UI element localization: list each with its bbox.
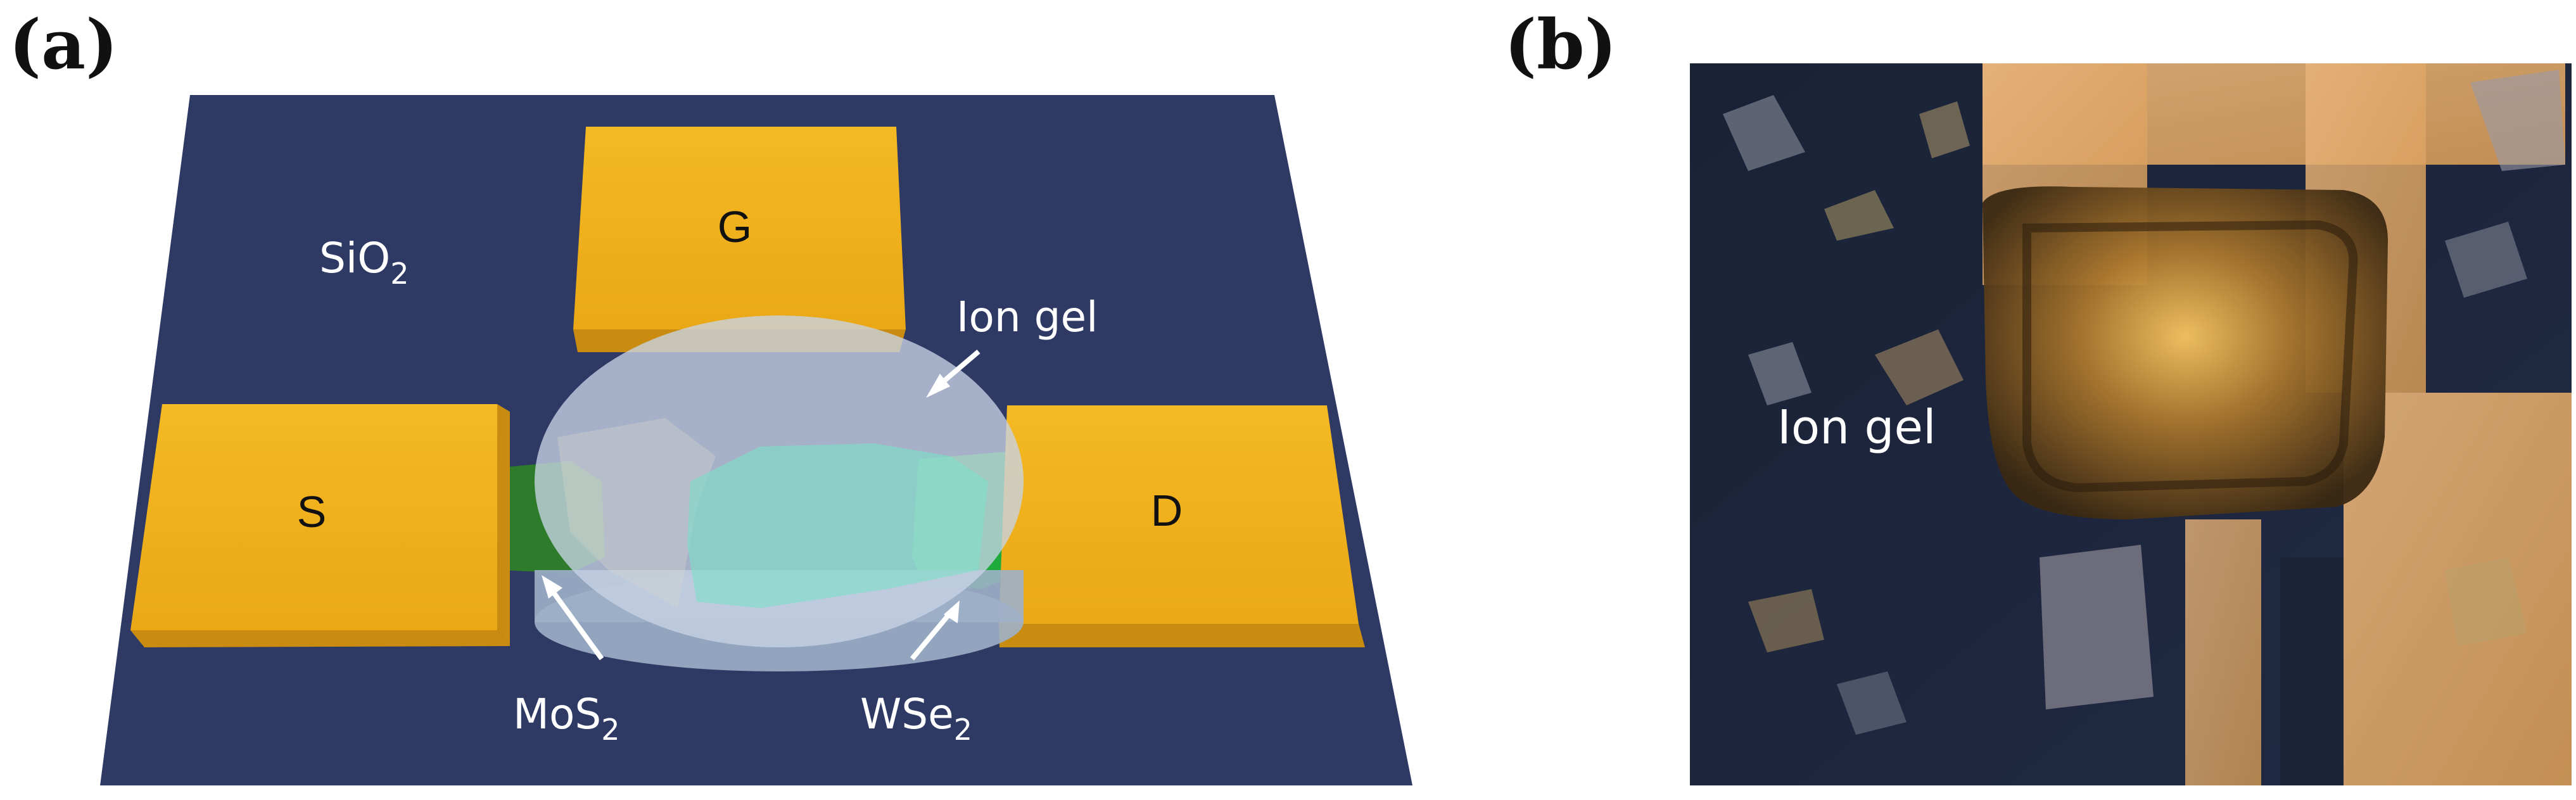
- ion-gel-arrow: [926, 349, 980, 398]
- panel-a-label: (a): [9, 5, 118, 85]
- mos2-label: MoS2: [513, 690, 620, 747]
- drain-label: D: [1151, 486, 1183, 535]
- sio2-label: SiO2: [319, 234, 409, 291]
- drain-pad: D: [999, 405, 1365, 647]
- source-pad: S: [130, 404, 510, 647]
- mos2-arrow: [542, 575, 604, 661]
- panel-b: (b) Ion gel: [1504, 5, 2572, 785]
- panel-b-label: (b): [1504, 5, 1617, 85]
- wse2-arrow: [910, 600, 960, 661]
- gate-label: G: [718, 202, 752, 251]
- wse2-label: WSe2: [860, 690, 972, 747]
- ion-gel-label-a: Ion gel: [956, 293, 1098, 341]
- ion-gel-disk: [535, 315, 1024, 671]
- panel-a: (a) SiO2 G S D: [9, 5, 1412, 785]
- source-label: S: [297, 487, 327, 537]
- ion-gel-droplet: [1983, 186, 2388, 519]
- micrograph: Ion gel: [1690, 63, 2572, 785]
- ion-gel-label-b: Ion gel: [1777, 400, 1936, 455]
